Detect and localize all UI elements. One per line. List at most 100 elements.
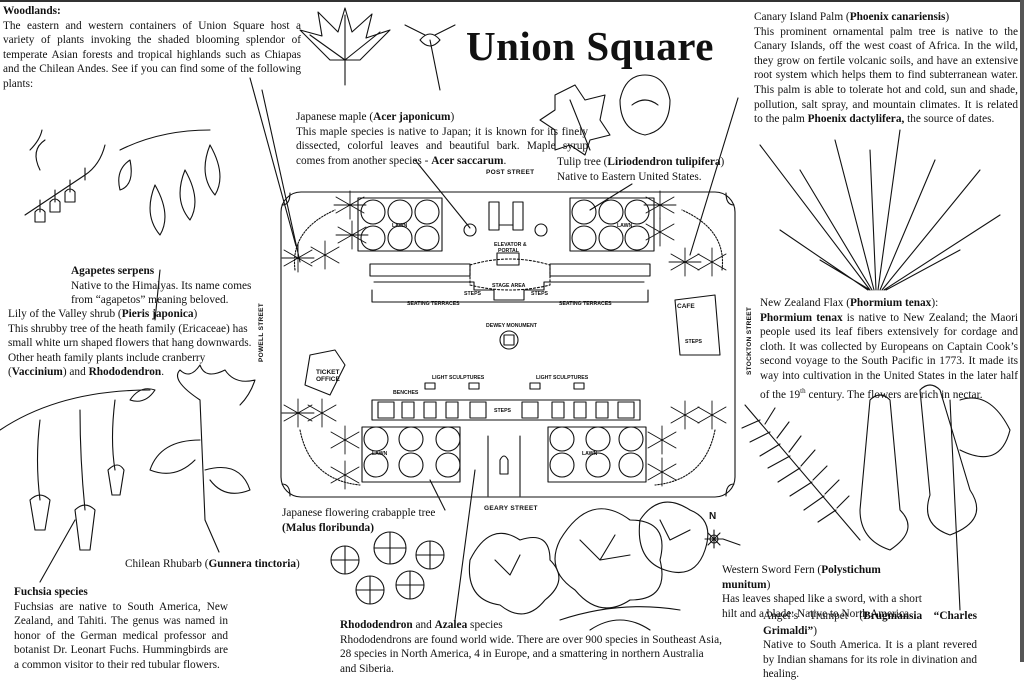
map-label-light-sculptures: LIGHT SCULPTURES	[536, 375, 589, 381]
rhododendron-illustration	[468, 501, 709, 631]
leader-line	[154, 269, 161, 321]
note-body: century. The flowers are rich in nectar.	[805, 388, 983, 401]
map-label-portal: PORTAL	[498, 248, 520, 254]
species-name: Acer japonicum	[373, 111, 451, 123]
species-name: Phormium tenax	[850, 297, 932, 309]
map-label-steps: STEPS	[464, 291, 482, 297]
note-heading: ):	[931, 297, 939, 309]
species-name: Acer saccarum	[431, 154, 504, 167]
map-label-ticket: TICKET	[316, 369, 340, 376]
note-body: This prominent ornamental palm tree is n…	[754, 25, 1018, 126]
note-heading: Western Sword Fern (	[722, 564, 822, 576]
species-name: Polystichum munitum	[722, 564, 881, 591]
sword-fern-illustration	[741, 404, 861, 541]
lawn-south-west	[361, 426, 461, 483]
species-name: Phoenix dactylifera,	[807, 113, 905, 126]
gunnera-note: Chilean Rhubarb (Gunnera tinctoria)	[125, 557, 325, 572]
lawn-north-west	[357, 197, 443, 252]
pieris-illustration	[24, 129, 106, 223]
species-name: Fuchsia species	[14, 586, 88, 598]
species-name: Phoenix canariensis	[849, 11, 946, 23]
japanese-maple-note: Japanese maple (Acer japonicum) This map…	[296, 110, 588, 168]
note-body: .	[503, 154, 507, 167]
note-body: is native to New Zealand; the Maori peop…	[760, 311, 1018, 401]
note-body: Native to South America. It is a plant r…	[763, 639, 977, 681]
note-heading: Woodlands:	[3, 5, 61, 17]
species-name: (Malus floribunda)	[282, 521, 374, 534]
species-name: Azalea	[434, 619, 468, 631]
species-name: Phormium tenax	[760, 311, 843, 324]
note-heading: species	[467, 619, 503, 631]
species-name: Rhododendron	[88, 366, 162, 379]
note-heading: Tulip tree (	[557, 156, 608, 168]
north-compass-icon	[704, 529, 741, 549]
species-name: Gunnera tinctoria	[208, 558, 296, 570]
note-heading: Angel’s Trumpet (	[763, 610, 864, 622]
canary-palm-note: Canary Island Palm (Phoenix canariensis)…	[754, 10, 1018, 127]
tulip-tree-note: Tulip tree (Liriodendron tulipifera) Nat…	[557, 155, 737, 184]
powell-street-label: POWELL STREET	[258, 302, 265, 362]
note-heading: and	[412, 619, 435, 631]
note-heading: Chilean Rhubarb (	[125, 558, 209, 570]
nz-flax-note: New Zealand Flax (Phormium tenax): Phorm…	[760, 296, 1018, 402]
sword-fern-note: Western Sword Fern (Polystichum munitum)…	[722, 563, 922, 621]
map-label-lawn: LAWN	[617, 223, 633, 229]
note-heading: )	[813, 624, 817, 637]
note-body: Has leaves shaped like a sword, with a s…	[722, 593, 922, 620]
crabapple-illustration	[330, 531, 445, 605]
agapetes-note: Agapetes serpens Native to the Himalyas.…	[71, 264, 261, 308]
rhododendron-note: Rhododendron and Azalea species Rhododen…	[340, 618, 722, 676]
map-label-benches: BENCHES	[393, 390, 419, 396]
note-heading: )	[450, 111, 455, 123]
stockton-street-label: STOCKTON STREET	[746, 306, 753, 375]
map-label-lawn: LAWN	[392, 223, 408, 229]
note-heading: New Zealand Flax (	[760, 297, 851, 309]
note-heading: )	[945, 11, 950, 23]
page-title: Union Square	[466, 23, 714, 69]
map-label-seating-terraces: SEATING TERRACES	[559, 301, 612, 307]
species-name: Liriodendron tulipifera	[607, 156, 721, 168]
note-heading: )	[766, 578, 771, 591]
map-label-light-sculptures: LIGHT SCULPTURES	[432, 375, 485, 381]
note-body: .	[161, 366, 165, 379]
agapetes-illustration	[118, 129, 221, 236]
lawn-north-east	[569, 197, 655, 252]
leader-line	[949, 399, 961, 611]
map-label-dewey-monument: DEWEY MONUMENT	[486, 323, 538, 329]
top-scan-edge	[0, 0, 1024, 2]
note-heading: )	[720, 156, 725, 168]
map-label-steps: STEPS	[531, 291, 549, 297]
right-scan-edge	[1020, 0, 1024, 662]
map-label-cafe: CAFE	[677, 303, 695, 310]
note-body: the source of dates.	[904, 113, 995, 126]
japanese-maple-illustration	[299, 7, 456, 91]
crabapple-note: Japanese flowering crabapple tree (Malus…	[282, 506, 472, 535]
note-body: This maple species is native to Japan; i…	[296, 125, 588, 167]
leader-line	[249, 77, 297, 247]
palm-trees	[281, 190, 727, 490]
species-name: Vaccinium	[11, 366, 63, 379]
map-label-steps: STEPS	[685, 339, 703, 345]
fuchsia-note: Fuchsia species Fuchsias are native to S…	[14, 585, 228, 673]
map-label-lawn: LAWN	[372, 451, 388, 457]
pieris-note: Lily of the Valley shrub (Pieris japonic…	[8, 307, 254, 380]
species-name: Agapetes serpens	[71, 265, 155, 277]
note-body: The eastern and western containers of Un…	[3, 19, 301, 90]
note-heading: Japanese maple (	[296, 111, 374, 123]
fuchsia-illustration	[0, 388, 156, 551]
gunnera-illustration	[149, 364, 256, 521]
note-heading: )	[296, 558, 300, 570]
union-square-map	[280, 191, 736, 498]
illustration-layer: LAWN LAWN ELEVATOR & PORTAL STAGE AREA S…	[0, 7, 1011, 631]
map-label-steps: STEPS	[494, 408, 512, 414]
note-body: Native to Eastern United States.	[557, 170, 702, 183]
leader-line	[414, 159, 471, 229]
note-heading: )	[193, 308, 198, 320]
note-body: ) and	[62, 366, 89, 379]
leader-line	[204, 519, 220, 553]
species-name: Brugmansia “Charles Grimaldi”	[763, 610, 977, 637]
flax-illustration	[759, 129, 1001, 291]
leader-line	[689, 97, 739, 256]
map-label-lawn: LAWN	[582, 451, 598, 457]
tulip-tree-illustration	[539, 74, 671, 156]
